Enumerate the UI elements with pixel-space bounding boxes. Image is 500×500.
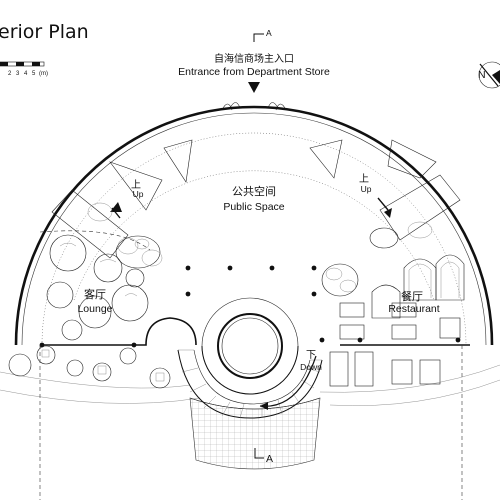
section-marker-top-label: A: [266, 28, 272, 38]
north-label: N: [478, 69, 486, 81]
site-curves: [0, 364, 500, 406]
lounge-label-en: Lounge: [77, 303, 112, 315]
right-up-label-cn: 上: [359, 173, 369, 185]
right-escalator: [309, 139, 461, 241]
left-up-arrow-icon: [110, 202, 122, 212]
spiral-stair: [177, 349, 323, 419]
left-escalator: [51, 161, 163, 259]
public-space-label-en: Public Space: [223, 201, 284, 213]
restaurant-label-en: Restaurant: [388, 303, 439, 315]
left-up-label-cn: 上: [131, 179, 141, 191]
scale-unit: (m): [39, 71, 48, 77]
lower-stage-steps: [189, 397, 321, 470]
lounge-bay: [39, 230, 197, 346]
left-up-label-en: Up: [133, 189, 144, 199]
north-arrow-icon: N: [478, 61, 500, 89]
scale-tick-5: 5: [32, 71, 36, 77]
planters-left: [87, 202, 163, 269]
central-round-core: [201, 297, 299, 395]
stair-down-arrow-icon: [260, 402, 268, 410]
section-lines: [39, 345, 463, 500]
outer-wall: [14, 105, 494, 346]
public-space-wedges: [163, 139, 437, 183]
entrance-arrow-icon: [248, 82, 260, 93]
down-label-cn: 下: [306, 350, 316, 361]
restaurant-label-cn: 餐厅: [401, 289, 423, 303]
restaurant-bay: [329, 254, 470, 387]
right-up-arrow-icon: [384, 208, 392, 218]
right-up-label-en: Up: [361, 184, 372, 194]
public-space-label-cn: 公共空间: [232, 184, 276, 198]
lounge-label-cn: 客厅: [84, 287, 106, 301]
planters-right: [321, 221, 433, 297]
scale-tick-2: 2: [8, 71, 12, 77]
down-label-en: Down: [300, 362, 322, 372]
scale-tick-4: 4: [24, 71, 28, 77]
scale-tick-3: 3: [16, 71, 20, 77]
entrance-label-cn: 自海信商场主入口: [214, 52, 294, 65]
section-marker-top: A: [253, 28, 272, 42]
entrance-label-en: Entrance from Department Store: [178, 66, 330, 78]
outdoor-tables-left: [8, 345, 171, 389]
structural-columns: [39, 265, 461, 348]
scale-bar: 2 3 4 5 (m): [0, 61, 48, 77]
plan-title: erior Plan: [0, 21, 89, 43]
